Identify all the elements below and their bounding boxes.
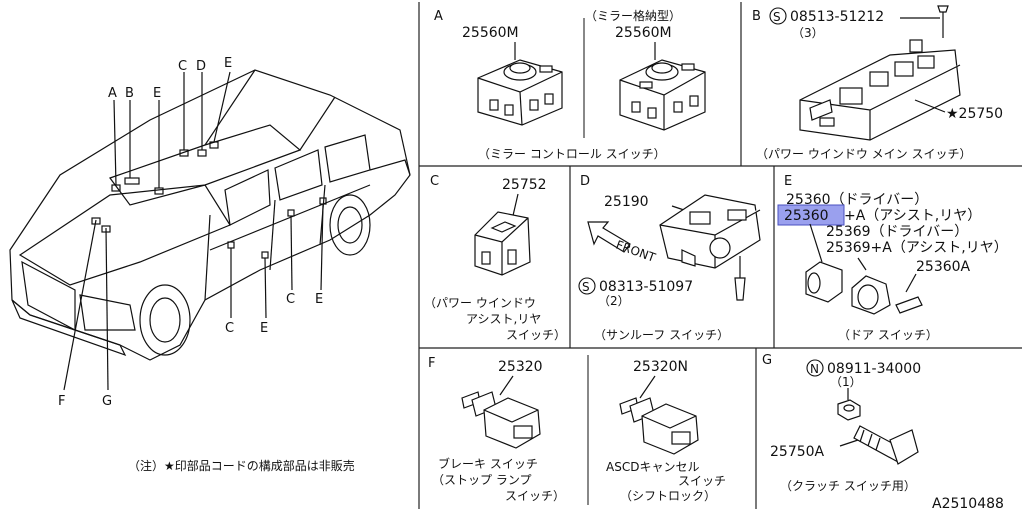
car-overview: A B E C D E F G C E C E （注）★印部品コードの構成部品は… [9, 56, 411, 473]
panel-f: F 25320 25320N ブレーキ スイッチ （ストップ ランプ スイッチ）… [428, 355, 726, 505]
panel-a-caption: （ミラー コントロール スイッチ） [478, 147, 666, 161]
callout-e-top: E [153, 86, 161, 101]
ascd-cancel-switch [619, 375, 699, 455]
panel-f-letter: F [428, 356, 435, 371]
panel-d-screw-symbol: S [582, 280, 590, 294]
panel-c-caption-1: （パワー ウインドウ [424, 296, 536, 310]
panel-e-letter: E [784, 174, 792, 189]
panel-a-letter: A [434, 9, 443, 24]
highlight-box[interactable] [777, 204, 845, 226]
panel-a-right-part: 25560M [615, 25, 672, 41]
screw-symbol-circle [769, 7, 787, 25]
panel-g-caption: （クラッチ スイッチ用） [780, 479, 916, 493]
panel-e-highlight-part[interactable]: 25360 [784, 208, 829, 224]
callout-c-rear-door: C [286, 292, 295, 307]
callout-g: G [102, 394, 112, 409]
car-callouts: A B E C D E F G C E C E [58, 56, 323, 409]
clutch-bolt-nut [837, 388, 919, 465]
panel-b-main-part: ★25750 [946, 106, 1003, 122]
front-arrow [587, 221, 631, 253]
panel-g-nut-part: 08911-34000 [827, 361, 921, 377]
panel-a: A 25560M （ミラー格納型） 25560M [434, 8, 706, 161]
panel-d-screw-qty: （2） [598, 294, 630, 308]
callout-a: A [108, 86, 117, 101]
panel-b-letter: B [752, 9, 761, 24]
callout-e-rear-door: E [315, 292, 323, 307]
footnote: （注）★印部品コードの構成部品は非販売 [128, 458, 355, 473]
callout-d: D [196, 59, 206, 74]
brake-switch [461, 375, 541, 449]
panel-b-caption: （パワー ウインドウ メイン スイッチ） [756, 147, 971, 161]
panel-g-letter: G [762, 353, 772, 368]
assist-window-switch [474, 193, 531, 276]
panel-b: B S 08513-51212 （3） ★25750 （パワー ウインドウ メイ… [752, 5, 1003, 161]
panel-grid [418, 2, 1022, 509]
panel-f-left-caption-2: （ストップ ランプ [432, 473, 531, 487]
panel-g-bolt-part: 25750A [770, 444, 825, 460]
panel-f-left-caption-1: ブレーキ スイッチ [438, 456, 538, 471]
panel-e-line-1: 25360（ドライバー） [786, 192, 928, 208]
panel-g: G N 08911-34000 （1） 25750A （クラッチ スイッチ用） [762, 353, 921, 493]
main-switch-assembly [799, 5, 961, 141]
panel-d-letter: D [580, 174, 590, 189]
door-switches [805, 223, 923, 315]
panel-f-right-caption-1: ASCDキャンセル [606, 460, 699, 474]
mirror-switch-left [477, 42, 563, 126]
panel-c: C 25752 （パワー ウインドウ アシスト,リヤ スイッチ） [424, 174, 566, 342]
car-illustration [9, 69, 411, 391]
panel-d-front-label: FRONT [614, 238, 658, 265]
sunroof-switch [659, 194, 761, 301]
panel-c-caption-3: スイッチ） [506, 328, 566, 342]
mirror-switch-right-folding [619, 42, 706, 131]
panel-f-right-part: 25320N [633, 359, 688, 375]
callout-c-top: C [178, 59, 187, 74]
panel-e-line-4: 25369+A（アシスト,リヤ） [826, 240, 1008, 256]
panel-d-screw-part: 08313-51097 [599, 279, 693, 295]
panel-c-part: 25752 [502, 177, 547, 193]
panel-d-part: 25190 [604, 194, 649, 210]
panel-d: D 25190 FRONT S 08313-51097 （2） （サンルーフ ス… [578, 174, 761, 342]
panel-g-nut-qty: （1） [830, 375, 862, 389]
panel-f-right-caption-3: （シフトロック） [620, 489, 716, 503]
panel-c-letter: C [430, 174, 439, 189]
nut-symbol-circle [806, 359, 824, 377]
callout-f: F [58, 394, 65, 409]
panel-e-line-3: 25369（ドライバー） [826, 224, 968, 240]
callout-c-front-door: C [225, 321, 234, 336]
diagram-id: A2510488 [932, 496, 1004, 511]
panel-f-right-caption-2: スイッチ [678, 474, 726, 488]
callout-e-front-door: E [260, 321, 268, 336]
panel-e-line-2: +A（アシスト,リヤ） [844, 208, 981, 224]
panel-f-left-part: 25320 [498, 359, 543, 375]
panel-a-right-note: （ミラー格納型） [585, 8, 681, 23]
panel-g-nut-symbol: N [810, 362, 819, 376]
panel-b-screw-part: 08513-51212 [790, 9, 884, 25]
panel-e-part-a: 25360A [916, 259, 971, 275]
callout-e-roof: E [224, 56, 232, 71]
panel-b-screw-symbol: S [773, 10, 781, 24]
panel-d-caption: （サンルーフ スイッチ） [594, 328, 729, 342]
screw-symbol-circle-d [578, 277, 596, 295]
panel-e-caption: （ドア スイッチ） [838, 328, 938, 342]
panel-b-screw-qty: （3） [792, 26, 824, 40]
panel-a-left-part: 25560M [462, 25, 519, 41]
panel-e: E 25360（ドライバー） 25360 +A（アシスト,リヤ） 25369（ド… [777, 174, 1008, 342]
panel-f-left-caption-3: スイッチ） [505, 489, 565, 503]
panel-c-caption-2: アシスト,リヤ [466, 312, 541, 326]
callout-b: B [125, 86, 134, 101]
